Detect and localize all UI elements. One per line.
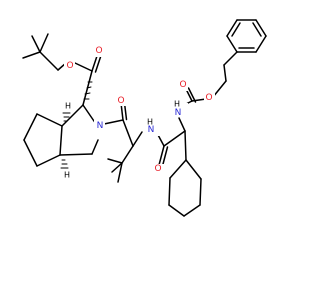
atom-h-ring-bottom: H: [64, 171, 70, 180]
atom-o-ester-link: O: [64, 60, 75, 71]
bicyclic-ring: [23, 104, 99, 167]
stereo-hash-top: [62, 112, 71, 122]
svg-text:O: O: [66, 61, 73, 71]
svg-text:H: H: [147, 118, 153, 127]
atom-h-ring-top: H: [65, 102, 71, 111]
cyclohexyl-ring: [168, 159, 202, 217]
atom-o-ester-carbonyl: O: [93, 46, 104, 57]
atom-o-carbamate-carbonyl: O: [177, 80, 188, 91]
svg-text:O: O: [179, 80, 186, 90]
svg-text:N: N: [148, 125, 155, 135]
atom-o-carbamate-link: O: [204, 93, 215, 104]
structure-diagram: O O O N N H O N H O O H H: [22, 19, 267, 217]
atom-o-amide-lower: O: [153, 164, 164, 175]
svg-text:H: H: [65, 102, 71, 111]
svg-text:H: H: [64, 171, 70, 180]
svg-text:O: O: [154, 164, 161, 174]
atom-o-amide-ring: O: [116, 95, 127, 106]
tert-leucine-residue: [103, 102, 143, 183]
svg-text:H: H: [174, 100, 180, 109]
stereo-hash-ester: [83, 81, 93, 100]
atom-n-amide-mid: N H: [143, 118, 161, 136]
atom-n-ring: N: [94, 120, 105, 131]
svg-text:N: N: [175, 108, 182, 118]
molecule-canvas: O O O N N H O N H O O H H: [22, 19, 267, 217]
phenyl-ring: [223, 19, 267, 66]
stereo-hash-bottom: [60, 159, 69, 169]
cyclohexylglycine-residue: [156, 117, 187, 167]
tert-butyl-group: [22, 33, 59, 71]
atom-n-carbamate: N H: [172, 100, 188, 118]
svg-text:O: O: [205, 93, 212, 103]
svg-text:O: O: [117, 96, 124, 106]
svg-text:N: N: [97, 121, 104, 131]
svg-text:O: O: [95, 46, 102, 56]
